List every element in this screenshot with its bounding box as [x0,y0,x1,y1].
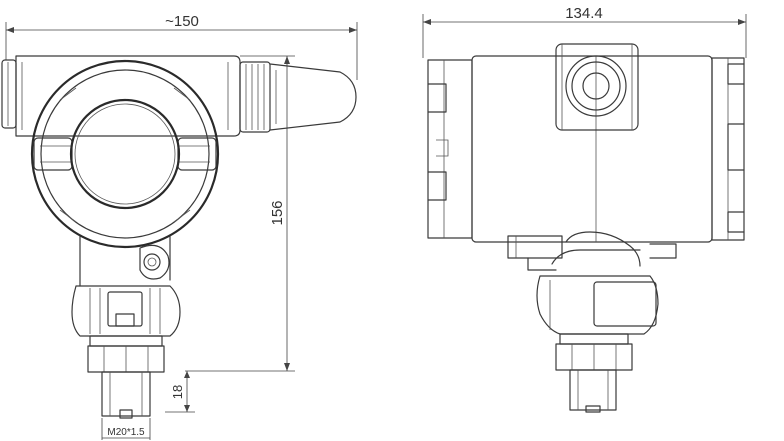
thread-spec-label: M20*1.5 [107,427,145,438]
front-height-dimension: 156 [185,55,295,372]
thread-spec-dimension: M20*1.5 [101,418,151,440]
front-width-label: ~150 [165,13,199,30]
thread-length-dimension: 18 [165,371,195,413]
side-width-dimension: 134.4 [422,5,747,58]
front-height-label: 156 [269,200,286,225]
thread-length-label: 18 [170,385,185,399]
front-width-dimension: ~150 [5,13,358,80]
side-view: 134.4 [422,5,747,413]
side-width-label: 134.4 [565,5,603,22]
front-view: ~150 156 18 [1,13,358,440]
